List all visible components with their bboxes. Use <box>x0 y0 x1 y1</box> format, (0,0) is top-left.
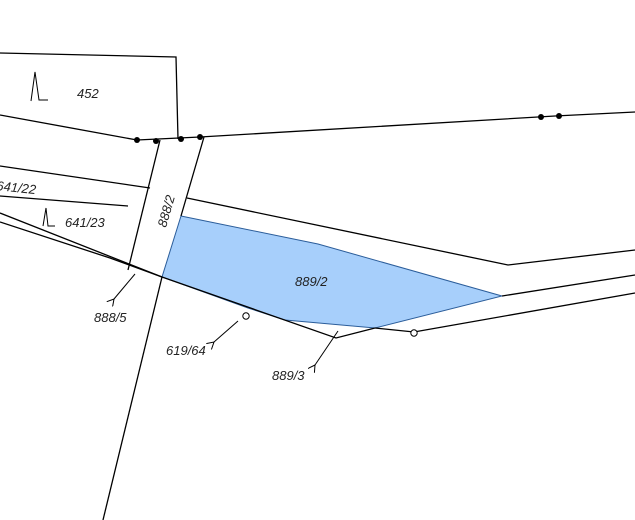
parcel-label-888-2: 888/2 <box>154 193 178 229</box>
parcel-label-889-3: 889/3 <box>272 368 305 383</box>
boundary-point <box>538 114 544 120</box>
boundary-641-23-b <box>0 221 163 278</box>
leader-arrow-619-64 <box>214 320 239 342</box>
meadow-symbol-icon <box>30 71 48 102</box>
boundary-point <box>153 138 159 144</box>
boundary-point <box>178 136 184 142</box>
parcel-889-2-highlight[interactable] <box>161 215 504 329</box>
boundary-point <box>556 113 562 119</box>
boundary-point <box>197 134 203 140</box>
boundary-lower-left <box>161 276 376 339</box>
boundary-641-23-a <box>0 212 163 278</box>
parcel-label-888-5: 888/5 <box>94 310 127 325</box>
parcel-label-619-64: 619/64 <box>166 343 206 358</box>
boundary-point-open <box>410 329 418 337</box>
boundary-upper-right <box>186 197 635 266</box>
parcel-452-boundary <box>0 52 179 140</box>
meadow-symbol-icon <box>42 207 55 227</box>
road-888-2-main-line <box>102 276 163 520</box>
leader-arrow-888-5 <box>114 273 136 299</box>
boundary-point-open <box>242 312 250 320</box>
boundary-641-22-top <box>0 165 151 189</box>
parcel-label-889-2: 889/2 <box>295 274 328 289</box>
parcel-label-641-22: 641/22 <box>0 178 38 197</box>
parcel-label-452: 452 <box>77 86 99 101</box>
boundary-point <box>134 137 140 143</box>
boundary-641-22-bottom <box>0 195 129 207</box>
road-888-2-left-edge <box>127 139 161 271</box>
boundary-upper-right-2 <box>501 274 635 297</box>
parcel-label-641-23: 641/23 <box>65 215 106 230</box>
road-888-2-right-edge <box>180 136 205 217</box>
leader-arrow-889-3 <box>315 330 339 365</box>
